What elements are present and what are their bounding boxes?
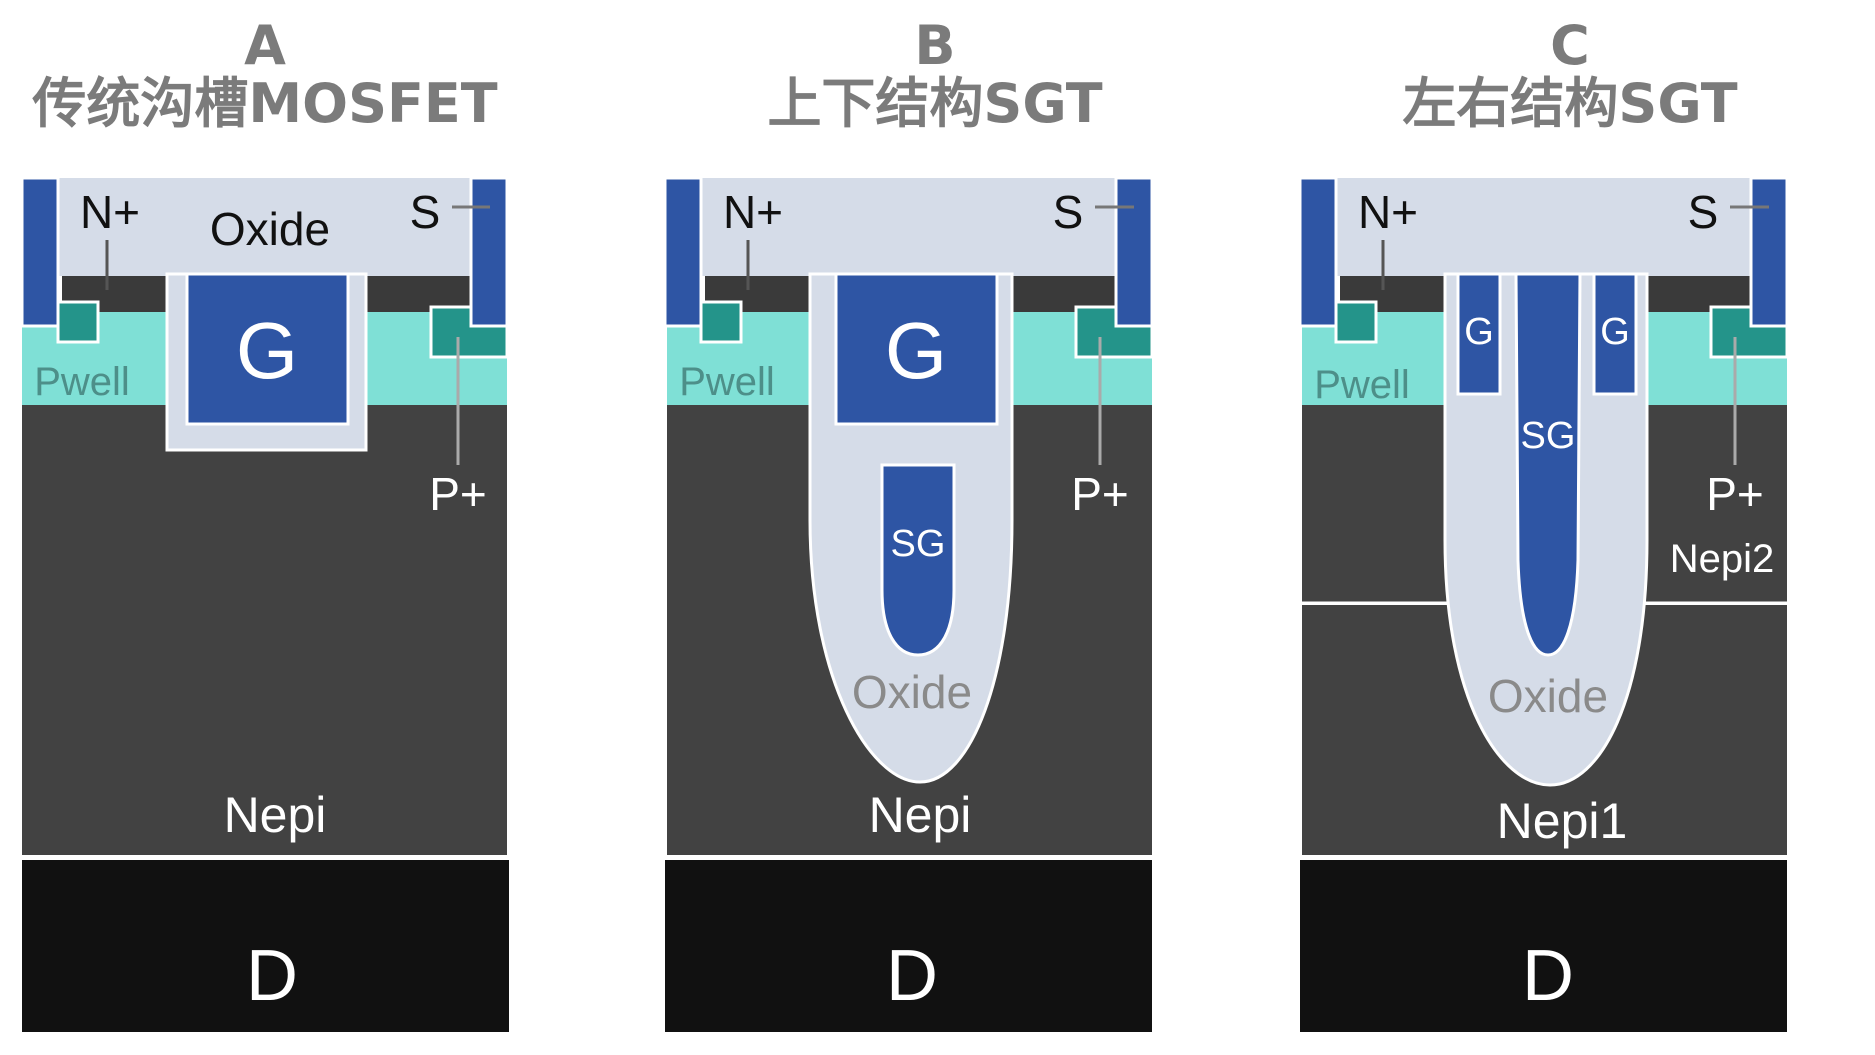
c-label-g-left: G: [1464, 311, 1494, 353]
panel-c-structure: N+ S G G SG Pwell P+ Nepi2 Oxide Nepi1 D: [1298, 176, 1789, 1032]
b-label-g: G: [885, 306, 947, 395]
panel-a-subtitle: 传统沟槽MOSFET: [32, 72, 498, 135]
c-label-nplus: N+: [1358, 186, 1418, 238]
a-label-nepi: Nepi: [224, 787, 327, 843]
b-gate: [834, 272, 999, 426]
a-gate: [185, 272, 350, 426]
c-label-nepi2: Nepi2: [1670, 537, 1775, 581]
a-drain: [22, 860, 509, 1032]
panel-b-subtitle: 上下结构SGT: [767, 72, 1103, 135]
b-label-oxide: Oxide: [852, 666, 972, 718]
a-label-oxide: Oxide: [210, 203, 330, 255]
panel-a-letter: A: [244, 14, 286, 77]
b-label-pwell: Pwell: [679, 360, 775, 404]
b-drain: [665, 860, 1152, 1032]
c-label-d: D: [1522, 936, 1574, 1016]
panel-c-subtitle: 左右结构SGT: [1402, 72, 1738, 135]
a-label-s: S: [410, 186, 441, 238]
a-source-left: [20, 176, 60, 328]
c-label-g-right: G: [1600, 311, 1630, 353]
b-label-nepi: Nepi: [869, 787, 972, 843]
c-source-right: [1749, 176, 1789, 328]
a-pplus-left: [56, 300, 100, 344]
a-source-right: [469, 176, 509, 328]
c-label-oxide: Oxide: [1488, 670, 1608, 722]
a-nepi: [22, 405, 507, 855]
c-label-nepi1: Nepi1: [1497, 793, 1628, 849]
c-label-s: S: [1688, 186, 1719, 238]
c-label-pwell: Pwell: [1314, 363, 1410, 407]
a-label-nplus: N+: [80, 186, 140, 238]
panel-b-letter: B: [914, 14, 956, 77]
a-label-pplus: P+: [429, 468, 487, 520]
b-label-nplus: N+: [723, 186, 783, 238]
c-gate-right: [1592, 272, 1638, 396]
c-label-sg: SG: [1521, 415, 1576, 457]
panel-c-letter: C: [1550, 14, 1590, 77]
panel-b-structure: N+ S G Pwell P+ SG Oxide Nepi D: [663, 176, 1154, 1032]
panel-b-title: B 上下结构SGT: [700, 18, 1170, 134]
c-label-pplus: P+: [1706, 468, 1764, 520]
b-label-s: S: [1053, 186, 1084, 238]
panel-a-structure: N+ Oxide S G Pwell P+ Nepi D: [20, 176, 509, 1032]
b-shield-gate: [880, 463, 956, 657]
c-shield-gate: [1514, 272, 1582, 657]
a-oxide-top: [22, 178, 507, 276]
a-label-d: D: [246, 936, 298, 1016]
b-pplus-left: [699, 300, 743, 344]
a-label-pwell: Pwell: [34, 360, 130, 404]
c-drain: [1300, 860, 1787, 1032]
b-label-d: D: [886, 936, 938, 1016]
b-source-right: [1114, 176, 1154, 328]
panel-a-title: A 传统沟槽MOSFET: [30, 18, 500, 134]
c-pplus-left: [1334, 300, 1378, 344]
c-source-left: [1298, 176, 1338, 328]
b-source-left: [663, 176, 703, 328]
panel-c-title: C 左右结构SGT: [1335, 18, 1805, 134]
b-label-sg: SG: [891, 523, 946, 565]
c-gate-left: [1456, 272, 1502, 396]
a-label-g: G: [236, 306, 298, 395]
b-label-pplus: P+: [1071, 468, 1129, 520]
